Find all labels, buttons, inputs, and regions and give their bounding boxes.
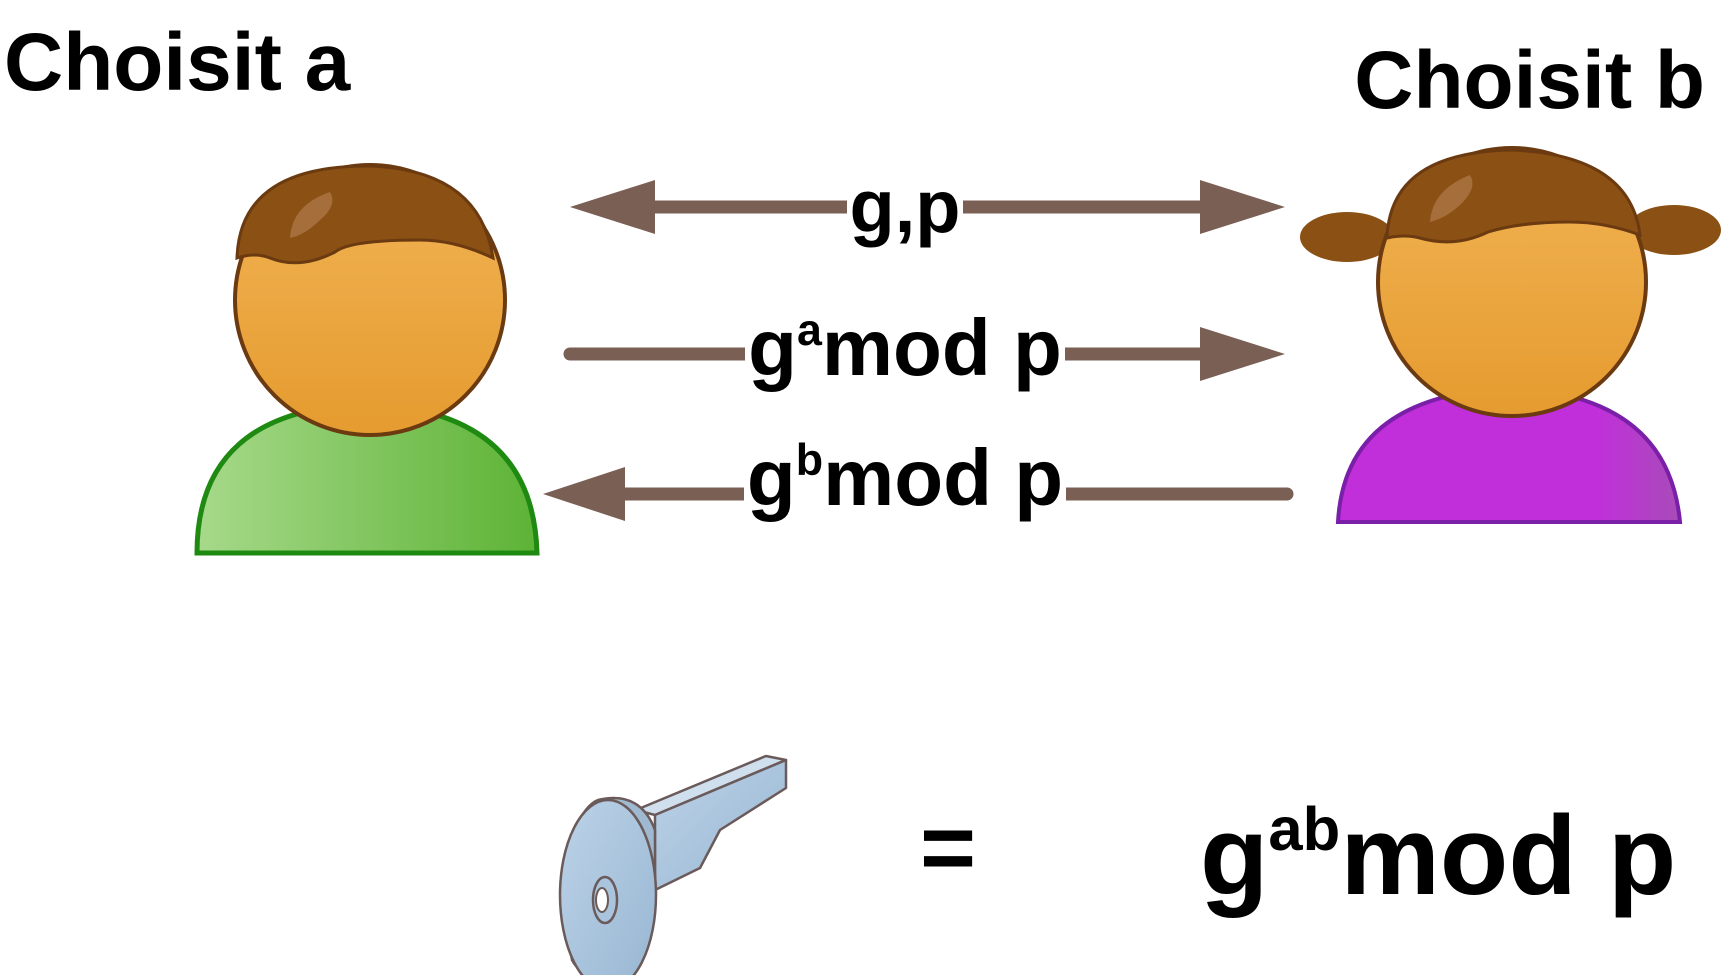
arrow-both-left-head [570,180,655,234]
message-a-to-b: gamod p [560,308,1250,388]
message-a-suffix: mod p [821,303,1062,392]
message-b-to-a: gbmod p [560,438,1250,518]
message-b-base: g [746,433,796,522]
shared-secret: gabmod p [1200,798,1676,912]
message-b-exponent: b [795,435,824,486]
message-public-params-text: g,p [849,165,961,248]
shared-secret-suffix: mod p [1340,793,1677,918]
shared-secret-base: g [1200,793,1269,918]
message-public-params: g,p [560,170,1250,244]
arrow-both-right-head [1200,180,1285,234]
person-a-icon [194,163,540,556]
message-a-exponent: a [796,305,822,356]
key-icon [558,754,788,975]
arrow-right-head [1200,327,1285,381]
message-a-base: g [748,303,797,392]
equals-sign: = [920,794,977,901]
party-b-label: Choisit b [1354,35,1705,126]
shared-secret-exponent: ab [1268,794,1341,864]
person-b-icon [1300,146,1721,524]
arrow-left-head [543,467,625,521]
party-a-label: Choisit a [4,17,351,108]
message-b-suffix: mod p [823,433,1064,522]
